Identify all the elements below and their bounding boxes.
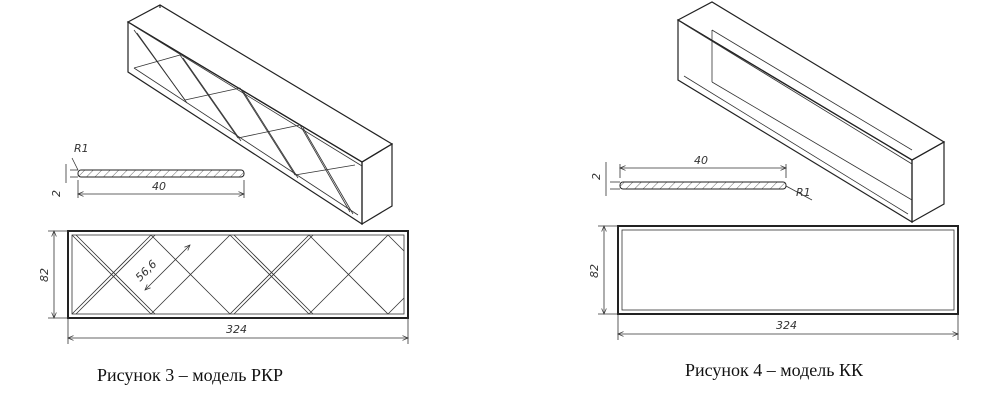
figure4-caption: Рисунок 4 – модель КК bbox=[685, 360, 863, 380]
figure3-iso-ribs bbox=[133, 29, 356, 215]
figure4-section-profile bbox=[605, 162, 813, 201]
figure3-height-label: 82 bbox=[38, 268, 51, 282]
figure3-width-label: 40 bbox=[152, 180, 166, 193]
figure3-thickness-label: 2 bbox=[50, 190, 63, 197]
figure4-thickness-label: 2 bbox=[590, 173, 603, 180]
figure4-width-label: 40 bbox=[694, 154, 708, 167]
figure4-height-label: 82 bbox=[588, 264, 601, 278]
figure3-diagonal-label: 56,6 bbox=[133, 258, 160, 285]
figure3-caption: Рисунок 3 – модель РКР bbox=[97, 365, 284, 385]
figure3-radius-label: R1 bbox=[74, 142, 89, 155]
figure4-front-view bbox=[598, 225, 959, 340]
figure4-radius-label: R1 bbox=[796, 186, 811, 199]
figure4-diagram: 2 40 R1 82 324 bbox=[588, 1, 959, 340]
figure3-diagram: R1 2 40 bbox=[38, 4, 409, 344]
figure3-length-label: 324 bbox=[226, 323, 247, 336]
figure3-isometric-view bbox=[126, 4, 394, 226]
figure3-front-view bbox=[48, 230, 409, 344]
figure4-length-label: 324 bbox=[776, 319, 797, 332]
figure4-isometric-view bbox=[676, 1, 946, 224]
figure3-section-profile bbox=[65, 157, 244, 198]
